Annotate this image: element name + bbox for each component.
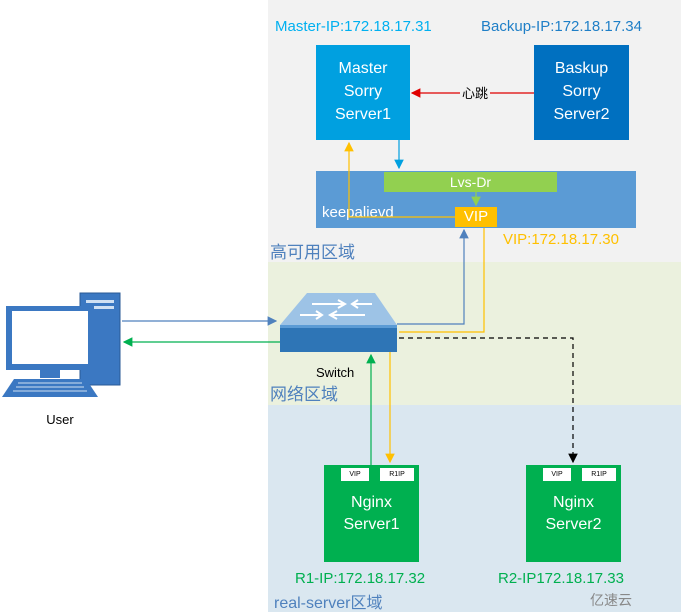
switch-to-nginx2-dashed-arrow	[399, 337, 578, 464]
user-label: User	[46, 412, 74, 427]
switch-to-vip-arrow	[397, 228, 469, 325]
r1-ip-label: R1-IP:172.18.17.32	[295, 570, 426, 587]
network-zone-label: 网络区域	[270, 385, 338, 404]
master-line-1: Master	[338, 60, 388, 77]
backup-ip-label: Backup-IP:172.18.17.34	[481, 18, 642, 35]
nginx1-line-2: Server1	[343, 516, 400, 533]
watermark: 亿速云	[590, 592, 632, 608]
r2-ip-label: R2-IP172.18.17.33	[498, 570, 624, 587]
nginx1-rip-tag: R1IP	[380, 468, 414, 481]
ha-zone-label: 高可用区域	[270, 243, 355, 262]
nginx-server-1: VIP R1IP Nginx Server1	[324, 465, 419, 562]
backup-line-3: Server2	[553, 106, 610, 123]
nginx1-line-1: Nginx	[351, 494, 392, 511]
nginx-server-2: VIP R1IP Nginx Server2	[526, 465, 621, 562]
computer-icon	[2, 292, 121, 397]
nginx2-line-1: Nginx	[553, 494, 594, 511]
switch-label: Switch	[316, 365, 355, 380]
switch-icon	[280, 293, 397, 352]
master-sorry-server: Master Sorry Server1	[316, 45, 410, 140]
backup-sorry-server: Baskup Sorry Server2	[534, 45, 629, 140]
vip-to-switch-line	[399, 228, 485, 333]
backup-line-2: Sorry	[562, 83, 601, 100]
master-line-2: Sorry	[343, 83, 383, 100]
backup-line-1: Baskup	[554, 60, 609, 77]
vip-box: VIP	[455, 207, 497, 227]
heartbeat-label: 心跳	[462, 86, 488, 101]
nginx2-line-2: Server2	[545, 516, 602, 533]
nginx2-vip-tag: VIP	[543, 468, 571, 481]
vip-to-master-arrow	[344, 141, 455, 218]
nginx2-rip-tag: R1IP	[582, 468, 616, 481]
rs-zone-label: real-server区域	[274, 595, 383, 612]
lvs-dr-bar: Lvs-Dr	[384, 172, 557, 192]
nginx1-vip-tag: VIP	[341, 468, 369, 481]
master-ip-label: Master-IP:172.18.17.31	[275, 18, 432, 35]
vip-ip-label: VIP:172.18.17.30	[503, 231, 619, 248]
master-line-3: Server1	[334, 106, 392, 123]
